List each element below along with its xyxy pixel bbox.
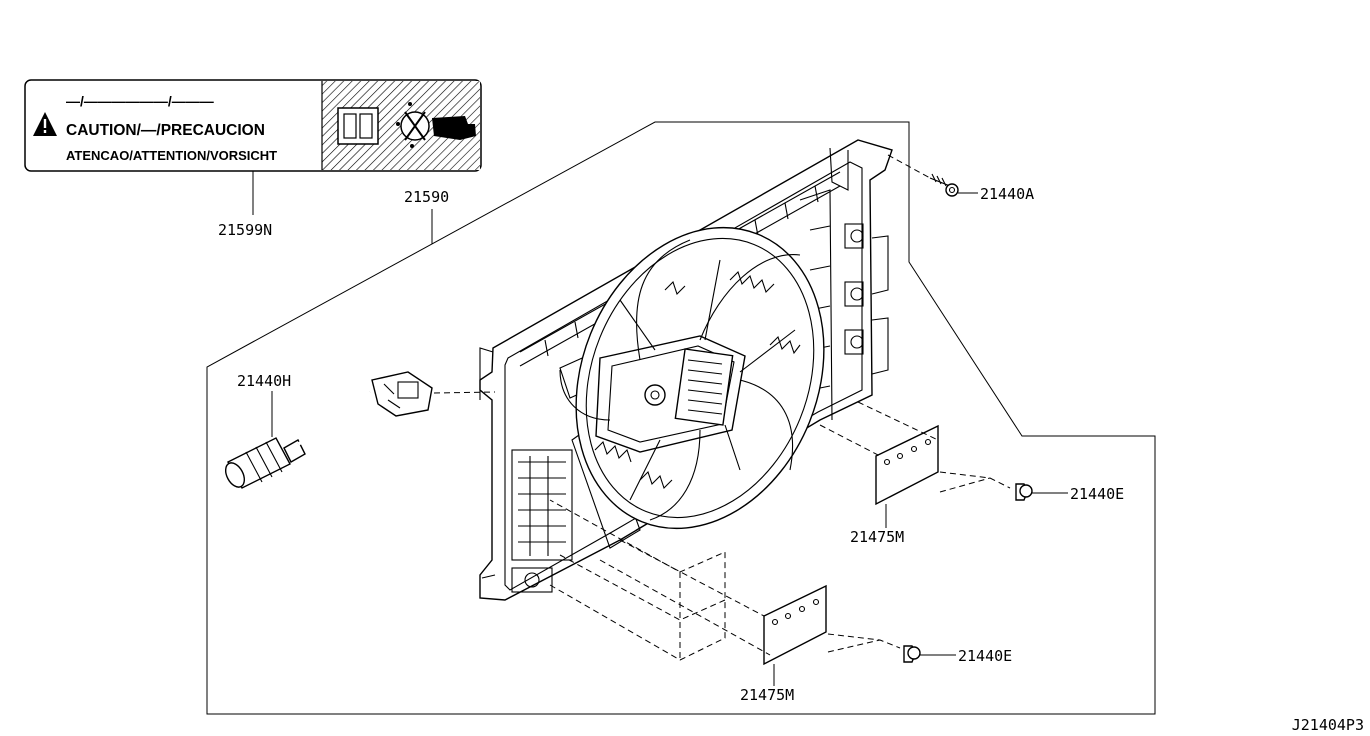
caution-label-line2: ATENCAO/ATTENTION/VORSICHT — [66, 148, 277, 163]
fan-motor-harness — [224, 371, 433, 489]
warning-triangle-icon — [33, 112, 57, 136]
hand-fan-warning-icon — [396, 102, 476, 148]
fan-blades — [559, 239, 801, 521]
shroud-panel-right — [875, 424, 939, 506]
diagram-id: J21404P3 — [1292, 716, 1364, 734]
bolt-21440a — [929, 173, 959, 197]
callout-21440e-bottom: 21440E — [958, 647, 1012, 665]
callout-21440e-right: 21440E — [1070, 485, 1124, 503]
caution-label-blank-line: —/——————/——— — [66, 93, 214, 109]
caution-label: —/——————/——— CAUTION/—/PRECAUCION ATENCA… — [24, 79, 482, 172]
caution-label-line1: CAUTION/—/PRECAUCION — [66, 122, 265, 139]
fan-hub — [595, 335, 746, 453]
clip-21440e-right — [1015, 483, 1033, 501]
callout-21440a: 21440A — [980, 185, 1034, 203]
callout-21475m-bottom: 21475M — [740, 686, 794, 704]
callout-21599n: 21599N — [218, 221, 272, 239]
callout-21590: 21590 — [404, 188, 449, 206]
callout-21475m-right: 21475M — [850, 528, 904, 546]
clip-21440e-bottom — [903, 645, 921, 663]
radiator-warning-icon — [337, 107, 379, 145]
shroud-panel-bottom — [763, 584, 827, 666]
assembly-outline — [206, 121, 1156, 715]
callout-21440h: 21440H — [237, 372, 291, 390]
